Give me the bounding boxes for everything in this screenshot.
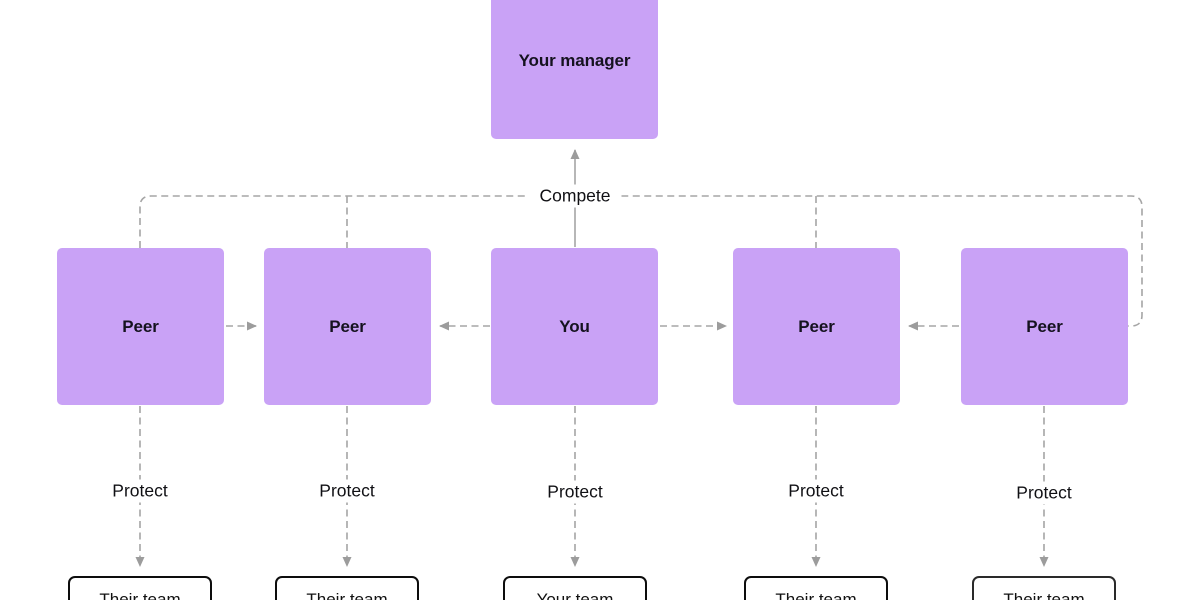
manager-node-label: Your manager bbox=[518, 50, 631, 70]
team-box-1-label: Their team bbox=[99, 590, 181, 600]
team-box-4-label: Their team bbox=[775, 590, 857, 600]
peer-node-2-label: Peer bbox=[329, 316, 366, 336]
peer-node-1: Peer bbox=[57, 248, 224, 405]
manager-node: Your manager bbox=[491, 0, 658, 139]
team-box-3: Your team bbox=[503, 576, 647, 600]
team-box-4: Their team bbox=[744, 576, 888, 600]
peer-node-1-label: Peer bbox=[122, 316, 159, 336]
peer-node-5-label: Peer bbox=[1026, 316, 1063, 336]
protect-label-3: Protect bbox=[536, 480, 614, 504]
protect-label-2: Protect bbox=[308, 479, 386, 503]
you-node: You bbox=[491, 248, 658, 405]
protect-label-4: Protect bbox=[777, 479, 855, 503]
team-box-5: Their team bbox=[972, 576, 1116, 600]
peer-node-5: Peer bbox=[961, 248, 1128, 405]
protect-label-5: Protect bbox=[1005, 481, 1083, 505]
team-box-5-label: Their team bbox=[1003, 590, 1085, 600]
compete-line bbox=[139, 195, 1143, 327]
compete-label: Compete bbox=[528, 184, 622, 208]
peer-node-2: Peer bbox=[264, 248, 431, 405]
you-node-label: You bbox=[559, 316, 590, 336]
peer-node-4: Peer bbox=[733, 248, 900, 405]
team-box-2: Their team bbox=[275, 576, 419, 600]
peer-node-4-label: Peer bbox=[798, 316, 835, 336]
team-box-2-label: Their team bbox=[306, 590, 388, 600]
team-box-3-label: Your team bbox=[536, 590, 614, 600]
team-box-1: Their team bbox=[68, 576, 212, 600]
protect-label-1: Protect bbox=[101, 479, 179, 503]
